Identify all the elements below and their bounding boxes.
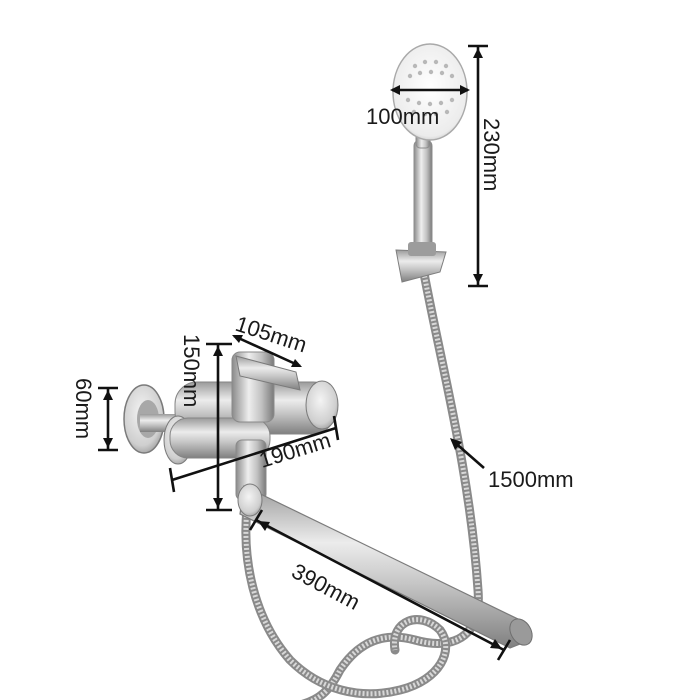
shower-hose [241,263,483,700]
label-shower-height: 230mm [479,118,504,191]
label-mixer-height: 150mm [179,334,204,407]
dimension-mixer-height: 150mm [179,334,232,512]
hand-shower [392,43,468,283]
label-flange: 60mm [71,378,96,439]
dimension-shower-height: 230mm [468,44,504,288]
mixer-lever [235,355,301,391]
dimension-flange: 60mm [71,378,118,452]
label-lever: 105mm [232,311,309,357]
label-hose-length: 1500mm [488,467,574,492]
dimension-shower-head-width: 100mm [366,85,470,129]
dimension-hose-length: 1500mm [450,438,574,492]
label-shower-head-width: 100mm [366,104,439,129]
shower-head [392,43,468,141]
mixer [123,351,339,501]
spout [237,483,533,649]
shower-nozzles [405,59,455,117]
shower-handle [413,139,433,251]
